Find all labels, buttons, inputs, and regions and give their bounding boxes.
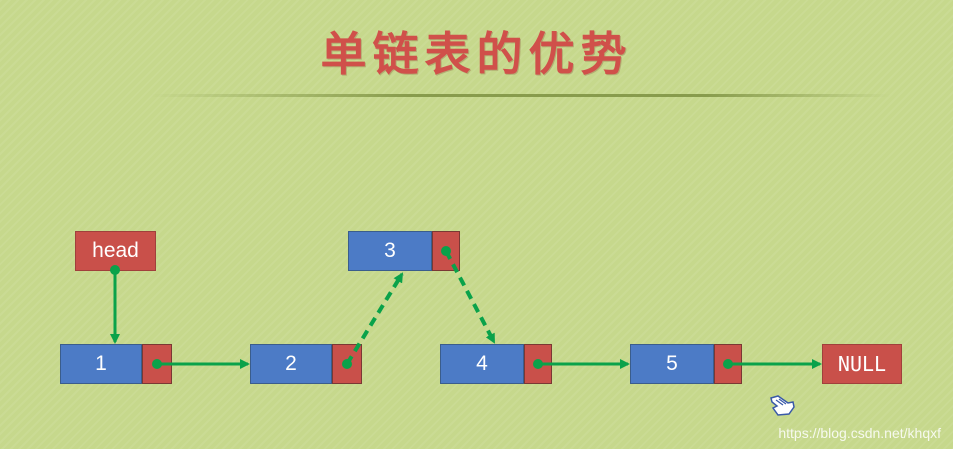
- arrow-node-3-to-node-4: [444, 250, 496, 344]
- node-1-value: 1: [95, 352, 107, 375]
- head-label: head: [92, 239, 139, 262]
- null-box: NULL: [822, 344, 902, 384]
- arrow-node-2-to-node-3: [345, 272, 404, 366]
- node-3-data: 3: [348, 231, 432, 271]
- node-1-data: 1: [60, 344, 142, 384]
- null-label: NULL: [837, 352, 887, 376]
- node-2-data: 2: [250, 344, 332, 384]
- node-4-data: 4: [440, 344, 524, 384]
- hand-cursor-icon: [770, 395, 795, 416]
- watermark: https://blog.csdn.net/khqxf: [778, 425, 941, 441]
- node-4-value: 4: [476, 352, 488, 375]
- title-divider: [150, 94, 890, 97]
- node-2-value: 2: [285, 352, 297, 375]
- page-title: 单链表的优势: [320, 27, 633, 81]
- node-3-value: 3: [384, 239, 396, 262]
- head-box: head: [75, 231, 156, 271]
- node-5-value: 5: [666, 352, 678, 375]
- node-5-data: 5: [630, 344, 714, 384]
